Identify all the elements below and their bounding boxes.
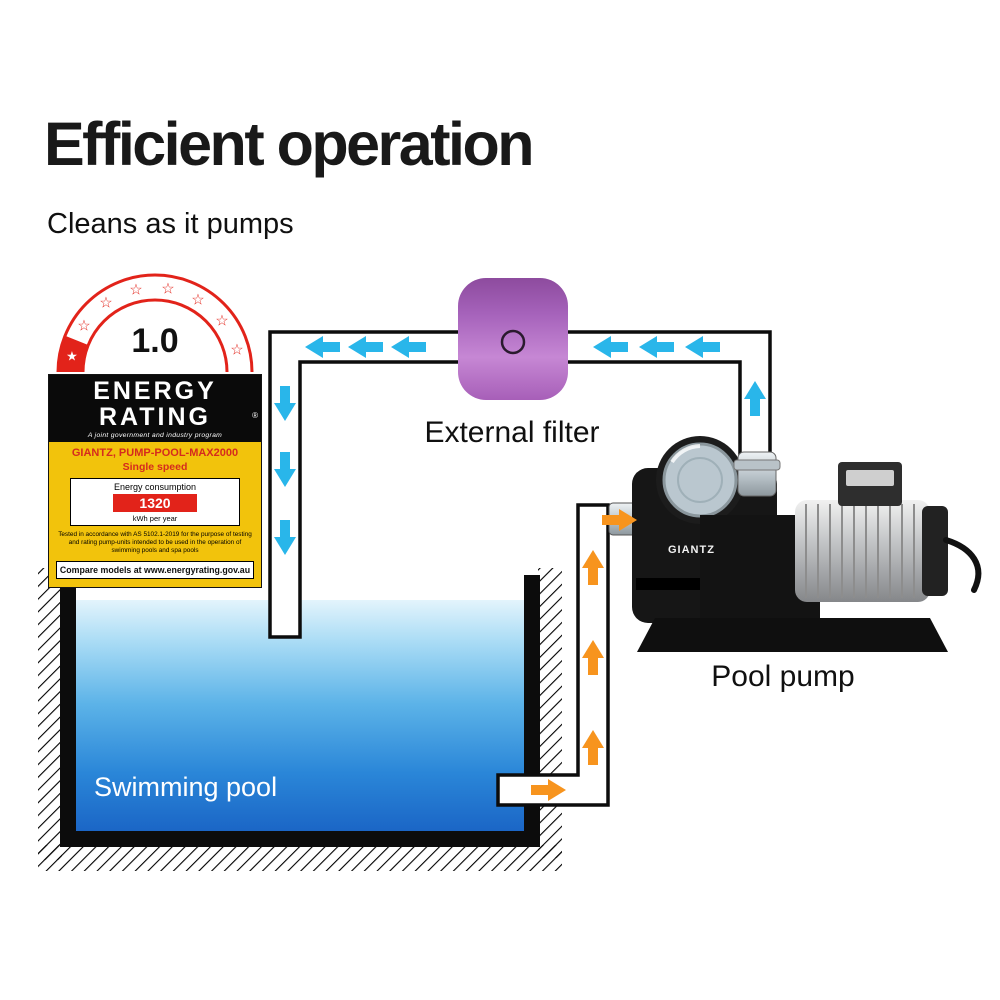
compare-models-box: Compare models at www.energyrating.gov.a… bbox=[56, 560, 254, 579]
consumption-title: Energy consumption bbox=[113, 481, 197, 492]
suction-pipe bbox=[496, 503, 610, 807]
page-title: Efficient operation bbox=[44, 110, 534, 178]
rating-word: RATING bbox=[99, 403, 211, 431]
energy-label-header: ENERGY RATING ® A joint government and i… bbox=[49, 375, 261, 442]
ground-hatching bbox=[38, 568, 562, 871]
swimming-pool-label: Swimming pool bbox=[94, 772, 278, 802]
flow-arrow-up-icon bbox=[582, 550, 604, 585]
star-icon: ☆ bbox=[77, 318, 90, 335]
flow-arrow-down-icon bbox=[274, 452, 296, 487]
flow-arrow-down-icon bbox=[274, 520, 296, 555]
page-subtitle: Cleans as it pumps bbox=[47, 208, 294, 240]
pump-terminal-box bbox=[838, 462, 902, 506]
pump-base bbox=[637, 618, 948, 652]
flow-arrow-down-icon bbox=[274, 386, 296, 421]
pump-power-cord bbox=[943, 537, 982, 593]
flow-arrow-left-icon bbox=[348, 336, 383, 358]
flow-arrow-left-icon bbox=[593, 336, 628, 358]
energy-consumption-box: Energy consumption 1320 kWh per year bbox=[70, 477, 240, 526]
pump-strainer-pot bbox=[632, 468, 777, 623]
star-icon: ☆ bbox=[215, 313, 228, 330]
flow-arrow-right-icon bbox=[602, 509, 637, 531]
consumption-unit: kWh per year bbox=[132, 513, 178, 523]
flow-arrows-suction bbox=[531, 509, 637, 801]
flow-arrow-left-icon bbox=[685, 336, 720, 358]
pool-wall-bottom bbox=[60, 831, 540, 847]
model-name: GIANTZ, PUMP-POOL-MAX2000 bbox=[71, 447, 239, 459]
rating-wedge bbox=[58, 335, 89, 372]
energy-rating-arch: ★ ☆ ☆ ☆ ☆ ☆ ☆ ☆ 1.0 bbox=[56, 273, 254, 373]
swimming-pool bbox=[60, 575, 540, 847]
flow-arrow-left-icon bbox=[305, 336, 340, 358]
energy-rating-label: ★ ☆ ☆ ☆ ☆ ☆ ☆ ☆ 1.0 ENERGY RATING ® A jo… bbox=[48, 262, 262, 588]
pool-wall-left bbox=[60, 575, 76, 847]
external-filter-shape bbox=[458, 278, 568, 400]
pump-motor bbox=[795, 500, 930, 602]
consumption-value: 1320 bbox=[113, 493, 197, 512]
speed-type: Single speed bbox=[122, 460, 188, 473]
return-pipe bbox=[268, 330, 772, 639]
star-icon: ☆ bbox=[230, 342, 243, 359]
program-text: A joint government and industry program bbox=[87, 432, 223, 439]
star-icon: ★ bbox=[66, 349, 78, 364]
flow-arrow-left-icon bbox=[639, 336, 674, 358]
pool-wall-right bbox=[524, 575, 540, 847]
pool-pump-label: Pool pump bbox=[711, 660, 855, 693]
energy-rating-value: 1.0 bbox=[131, 322, 178, 360]
flow-arrow-right-icon bbox=[531, 779, 566, 801]
pump-motor-endcap bbox=[922, 506, 948, 596]
energy-label-details: GIANTZ, PUMP-POOL-MAX2000 Single speed E… bbox=[49, 442, 261, 587]
flow-arrow-left-icon bbox=[391, 336, 426, 358]
flow-arrow-up-icon bbox=[582, 640, 604, 675]
star-icon: ☆ bbox=[161, 281, 174, 298]
fine-print: Tested in accordance with AS 5102.1-2019… bbox=[58, 530, 252, 555]
flow-arrow-up-icon bbox=[582, 730, 604, 765]
registered-mark: ® bbox=[252, 411, 258, 420]
pump-brand-text: GIANTZ bbox=[668, 544, 715, 556]
pool-pump-illustration: GIANTZ bbox=[608, 436, 982, 652]
energy-word: ENERGY bbox=[93, 377, 217, 405]
pump-clear-lid bbox=[664, 444, 736, 516]
star-icon: ☆ bbox=[99, 295, 112, 312]
pump-inlet-fitting bbox=[608, 502, 640, 536]
filter-sight-glass bbox=[500, 329, 526, 355]
energy-label-body: ENERGY RATING ® A joint government and i… bbox=[48, 374, 262, 588]
pump-discharge-fitting bbox=[737, 451, 777, 497]
flow-arrow-up-icon bbox=[744, 381, 766, 416]
star-icon: ☆ bbox=[129, 282, 142, 299]
star-icon: ☆ bbox=[191, 292, 204, 309]
external-filter-label: External filter bbox=[424, 416, 600, 449]
